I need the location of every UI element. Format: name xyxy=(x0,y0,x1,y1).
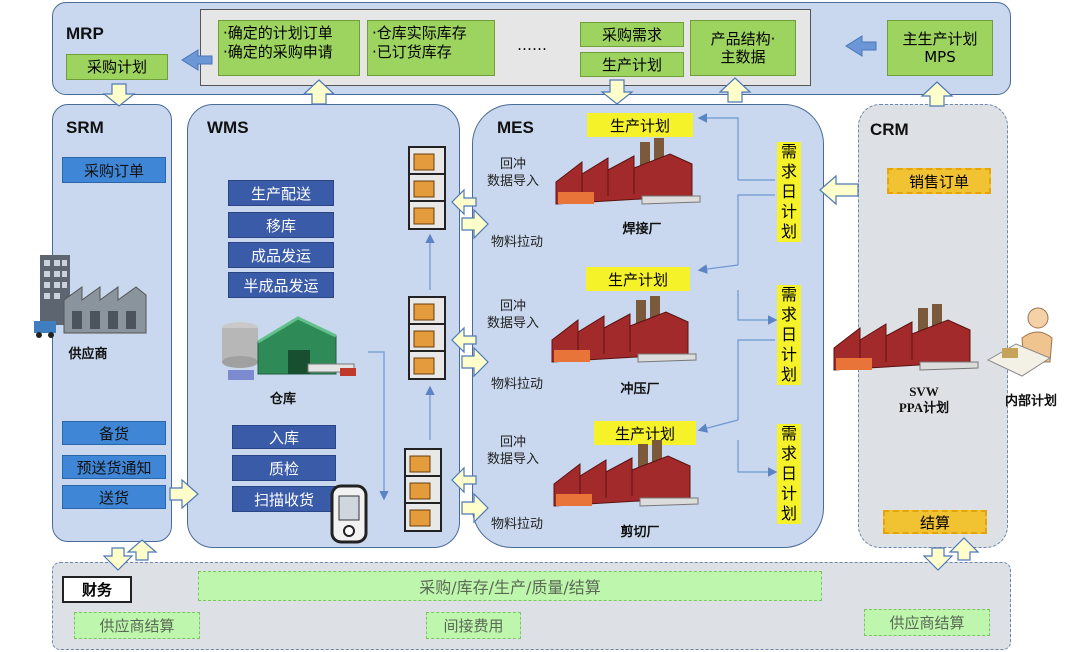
plant2-demand-c5: 划 xyxy=(780,365,797,384)
wms-inbound[interactable]: 入库 xyxy=(232,425,336,449)
plant2-production-plan[interactable]: 生产计划 xyxy=(586,267,690,291)
plant1-backflush-line1: 回冲 xyxy=(499,157,526,172)
plant2-backflush-line1: 回冲 xyxy=(499,299,526,314)
bom-master-data-box[interactable]: 产品结构· 主数据 xyxy=(690,20,796,76)
plant1-backflush-line2: 数据导入 xyxy=(486,174,539,189)
finance-summary-bar[interactable]: 采购/库存/生产/质量/结算 xyxy=(198,571,822,601)
stock-line1: ·仓库实际库存 xyxy=(372,24,467,42)
mps-line1: 主生产计划 xyxy=(902,30,978,48)
planner-person-icon xyxy=(986,307,1053,377)
planned-orders-line2: ·确定的采购申请 xyxy=(223,43,333,61)
plant1-demand-daily-plan[interactable]: 需求日计划 xyxy=(777,142,801,242)
wms-title: WMS xyxy=(207,118,249,137)
supplier-settlement-right[interactable]: 供应商结算 xyxy=(864,609,990,636)
plant2-name: 冲压厂 xyxy=(620,381,660,396)
plant3-demand-c1: 需 xyxy=(780,424,797,443)
warehouse-label: 仓库 xyxy=(269,391,296,406)
planned-orders-line1: ·确定的计划订单 xyxy=(223,24,333,42)
plant2-backflush: 回冲 数据导入 xyxy=(478,298,548,332)
stock-box[interactable]: ·仓库实际库存 ·已订货库存 xyxy=(367,20,495,76)
supplier-building-icon xyxy=(34,255,147,338)
bom-line1: 产品结构· xyxy=(710,30,776,48)
welding-plant-factory-icon xyxy=(555,138,701,205)
planned-orders-box[interactable]: ·确定的计划订单 ·确定的采购申请 xyxy=(218,20,360,76)
supplier-label: 供应商 xyxy=(68,346,108,361)
warehouse-icon xyxy=(222,316,356,380)
shelf-rack-middle xyxy=(408,296,446,380)
ppa-line1: SVW xyxy=(909,384,939,399)
asn-box[interactable]: 预送货通知 xyxy=(62,455,166,479)
plant1-production-plan[interactable]: 生产计划 xyxy=(587,113,693,137)
plant3-material-pull: 物料拉动 xyxy=(490,517,543,532)
plant2-demand-c4: 计 xyxy=(780,345,797,364)
mrp-title: MRP xyxy=(66,24,104,43)
sales-order-box[interactable]: 销售订单 xyxy=(887,168,991,194)
plant3-demand-c5: 划 xyxy=(780,504,797,523)
wms-op-finished-shipping[interactable]: 成品发运 xyxy=(228,242,334,268)
wms-op-semi-finished-shipping[interactable]: 半成品发运 xyxy=(228,272,334,298)
supplier-settlement-left[interactable]: 供应商结算 xyxy=(74,612,200,639)
plant3-demand-c4: 计 xyxy=(780,484,797,503)
shearing-plant-factory-icon xyxy=(553,440,699,507)
plant2-backflush-line2: 数据导入 xyxy=(486,316,539,331)
wms-quality-check[interactable]: 质检 xyxy=(232,455,336,481)
finance-title: 财务 xyxy=(62,576,132,603)
plant3-backflush-line2: 数据导入 xyxy=(486,452,539,467)
plant3-production-plan[interactable]: 生产计划 xyxy=(594,421,696,445)
ppa-line2: PPA计划 xyxy=(898,400,950,415)
mps-line2: MPS xyxy=(924,48,956,66)
ellipsis-text: …… xyxy=(517,36,547,54)
plant2-demand-c3: 日 xyxy=(780,325,797,344)
svw-plant-factory-icon xyxy=(833,304,979,371)
plant2-material-pull: 物料拉动 xyxy=(490,377,543,392)
plant3-backflush-line1: 回冲 xyxy=(499,435,526,450)
wms-op-production-delivery[interactable]: 生产配送 xyxy=(228,180,334,206)
svw-ppa-plan-label: SVW PPA计划 xyxy=(884,384,964,416)
stamping-plant-factory-icon xyxy=(551,296,697,363)
plant1-demand-c4: 计 xyxy=(780,202,797,221)
crm-settlement-box[interactable]: 结算 xyxy=(883,510,987,534)
plant1-backflush: 回冲 数据导入 xyxy=(478,156,548,190)
purchase-plan-box[interactable]: 采购计划 xyxy=(66,54,168,80)
mes-title: MES xyxy=(497,118,534,137)
plant1-demand-c2: 求 xyxy=(780,162,797,181)
purchase-order-box[interactable]: 采购订单 xyxy=(62,157,166,183)
plant1-name: 焊接厂 xyxy=(622,221,662,236)
purchase-demand-box[interactable]: 采购需求 xyxy=(580,22,684,47)
plant3-demand-c2: 求 xyxy=(780,444,797,463)
delivery-box[interactable]: 送货 xyxy=(62,485,166,509)
plant2-demand-c2: 求 xyxy=(780,305,797,324)
internal-plan-label: 内部计划 xyxy=(1004,393,1057,408)
bom-line2: 主数据 xyxy=(720,48,766,66)
crm-title: CRM xyxy=(870,120,909,139)
stock-prep-box[interactable]: 备货 xyxy=(62,421,166,445)
plant3-backflush: 回冲 数据导入 xyxy=(478,434,548,468)
srm-title: SRM xyxy=(66,118,104,137)
plant3-name: 剪切厂 xyxy=(620,524,660,539)
mps-box[interactable]: 主生产计划 MPS xyxy=(887,20,993,76)
plant2-demand-c1: 需 xyxy=(780,285,797,304)
wms-op-transfer[interactable]: 移库 xyxy=(228,212,334,238)
plant2-demand-daily-plan[interactable]: 需求日计划 xyxy=(777,285,801,385)
handheld-scanner-icon xyxy=(330,484,368,544)
indirect-cost-box[interactable]: 间接费用 xyxy=(426,612,521,639)
stock-line2: ·已订货库存 xyxy=(372,43,452,61)
plant1-demand-c1: 需 xyxy=(780,142,797,161)
shelf-rack-bottom xyxy=(404,448,442,532)
plant1-demand-c3: 日 xyxy=(780,182,797,201)
mrp-production-plan-box[interactable]: 生产计划 xyxy=(580,52,684,77)
plant3-demand-c3: 日 xyxy=(780,464,797,483)
plant3-demand-daily-plan[interactable]: 需求日计划 xyxy=(777,424,801,524)
plant1-material-pull: 物料拉动 xyxy=(490,235,543,250)
plant1-demand-c5: 划 xyxy=(780,222,797,241)
shelf-rack-top xyxy=(408,146,446,230)
